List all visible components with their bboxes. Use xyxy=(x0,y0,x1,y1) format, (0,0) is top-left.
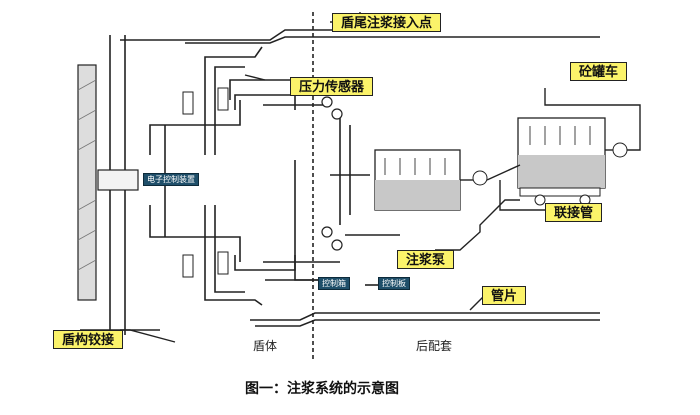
pressure-sensor-1 xyxy=(321,96,333,108)
label-shield-body: 盾体 xyxy=(253,339,278,353)
label-segment: 管片 xyxy=(482,286,527,305)
tanker-wheel-1 xyxy=(534,194,546,206)
label-connecting-pipe: 联接管 xyxy=(545,203,603,222)
tunnel-bottom-lining-inner xyxy=(255,319,600,327)
label-grouting-pump: 注浆泵 xyxy=(397,250,455,269)
valve-upper-1 xyxy=(182,91,194,115)
tunnel-top-lining-inner xyxy=(185,36,600,44)
label-shield-cutterhead: 盾构铰接 xyxy=(53,330,124,349)
label-pressure-sensor: 压力传感器 xyxy=(290,77,374,96)
label-shield-tail-grouting-point: 盾尾注浆接入点 xyxy=(332,13,442,32)
label-backup-trailer: 后配套 xyxy=(416,339,453,353)
cutterhead-hub xyxy=(97,169,139,191)
label-control-box: 控制箱 xyxy=(318,277,350,290)
tunnel-top-lining xyxy=(120,29,345,41)
cutterhead xyxy=(77,64,97,301)
valve-upper-2 xyxy=(217,87,229,111)
tank-motor xyxy=(472,170,488,186)
pressure-sensor-3 xyxy=(321,226,333,238)
label-electronic-control: 电子控制装置 xyxy=(143,173,199,186)
label-control-panel: 控制板 xyxy=(378,277,410,290)
label-concrete-tanker: 砼罐车 xyxy=(570,62,628,81)
tunnel-bottom-lining xyxy=(120,312,600,331)
tanker-motor xyxy=(612,142,628,158)
figure-caption: 图一：注浆系统的示意图 xyxy=(245,381,399,397)
valve-lower-1 xyxy=(182,254,194,278)
pressure-sensor-4 xyxy=(331,239,343,251)
valve-lower-2 xyxy=(217,251,229,275)
pressure-sensor-2 xyxy=(331,108,343,120)
